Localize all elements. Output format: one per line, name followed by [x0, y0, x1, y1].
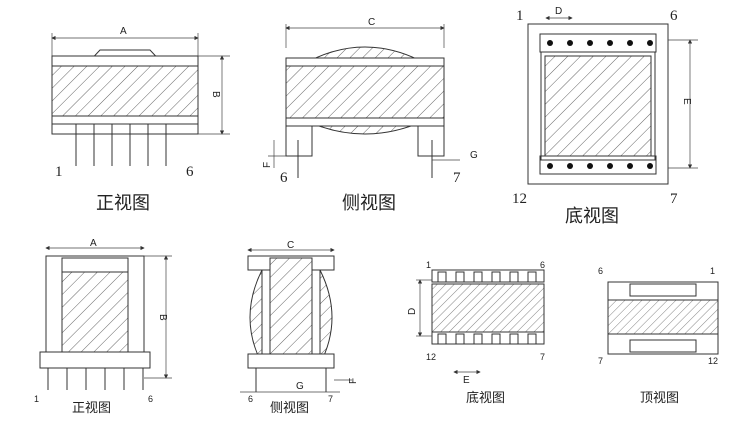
pin-6-top-label: 6 [598, 266, 603, 276]
top-view-bottom: 6 1 7 12 顶视图 [598, 266, 719, 405]
dim-d-label: D [555, 6, 562, 17]
dim-e-label-2: E [463, 375, 470, 386]
pin-6-label: 6 [186, 164, 194, 180]
pin-1-top-label: 1 [710, 266, 715, 276]
pin-7-side2-label: 7 [328, 394, 333, 404]
front-pins-top [75, 124, 167, 166]
side-view-top: C F G 6 7 侧视图 [262, 17, 478, 213]
dim-a-label-2: A [90, 238, 97, 249]
pin-12-top-label: 12 [708, 356, 718, 366]
pin-1-bottom-label: 1 [516, 8, 524, 24]
front-view-top: A B 1 6 正视图 [51, 26, 230, 213]
front-view-title-2: 正视图 [72, 400, 111, 415]
pin-7-bv2-label: 7 [540, 352, 545, 362]
pin-7-bottom-label: 7 [670, 191, 678, 207]
bottom-view-bottom: D E 1 6 12 7 底视图 [407, 260, 545, 405]
dim-b-label: B [210, 91, 221, 98]
bottom-view-title: 底视图 [565, 206, 619, 226]
pin-1-bv2-label: 1 [426, 260, 431, 270]
side-view-title-2: 侧视图 [270, 400, 309, 415]
dim-f-label-2: F [348, 378, 359, 384]
pin-row-top-small [437, 271, 537, 283]
front-view-bottom: A B 1 6 正视图 [34, 238, 172, 415]
pin-6-side2-label: 6 [248, 394, 253, 404]
dim-e-label: E [681, 98, 692, 105]
pin-12-bottom-label: 12 [512, 191, 527, 207]
dim-g-label: G [470, 150, 478, 161]
pin-6-front2-label: 6 [148, 394, 153, 404]
pin-7-top-label: 7 [598, 356, 603, 366]
dim-f-label: F [262, 162, 273, 168]
pin-dots-top-row [547, 40, 653, 46]
front-pins-bottom [47, 368, 144, 390]
dim-c-label: C [368, 17, 375, 28]
pin-6-bottom-label: 6 [670, 8, 678, 24]
dim-b-label-2: B [157, 314, 168, 321]
top-view-title: 顶视图 [640, 390, 679, 405]
side-view-bottom: C G F 6 7 侧视图 [240, 240, 359, 415]
bottom-view-title-2: 底视图 [466, 390, 505, 405]
pin-6-side-label: 6 [280, 170, 288, 186]
pin-6-bv2-label: 6 [540, 260, 545, 270]
pin-row-bottom-small [437, 333, 537, 345]
front-view-title: 正视图 [96, 193, 150, 213]
dim-d-label-2: D [407, 308, 418, 315]
dim-g-label-2: G [296, 381, 304, 392]
dim-c-label-2: C [287, 240, 294, 251]
pin-1-front2-label: 1 [34, 394, 39, 404]
side-view-title: 侧视图 [342, 193, 396, 213]
pin-dots-bottom-row [547, 163, 653, 169]
bottom-view-top: D E 1 6 12 7 底视图 [512, 6, 698, 226]
pin-12-bv2-label: 12 [426, 352, 436, 362]
pin-1-label: 1 [55, 164, 63, 180]
dim-a-label: A [120, 26, 127, 37]
pin-7-side-label: 7 [453, 170, 461, 186]
